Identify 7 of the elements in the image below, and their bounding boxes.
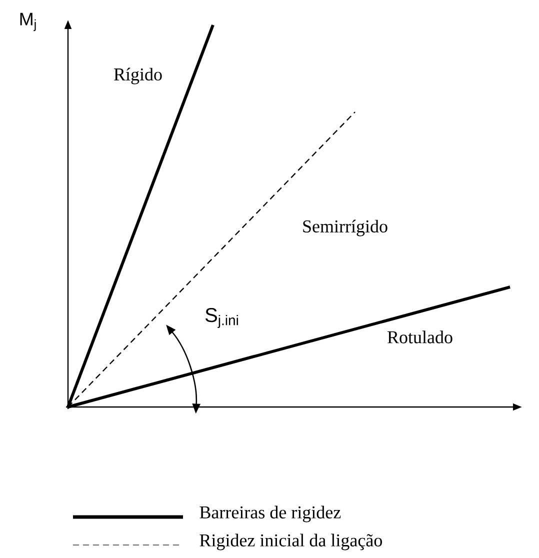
legend-text: Rigidez inicial da ligação: [200, 534, 382, 550]
axis-label: Semirrígido: [303, 220, 388, 236]
axis-label: Rotulado: [388, 330, 452, 344]
axis-label: S$_{j.ini}$: [205, 308, 238, 328]
legend-text: Barreiras de rigidez: [200, 506, 341, 522]
axis-label: M$_{j}$: [20, 12, 36, 32]
axis-label: Rígido: [114, 68, 162, 84]
